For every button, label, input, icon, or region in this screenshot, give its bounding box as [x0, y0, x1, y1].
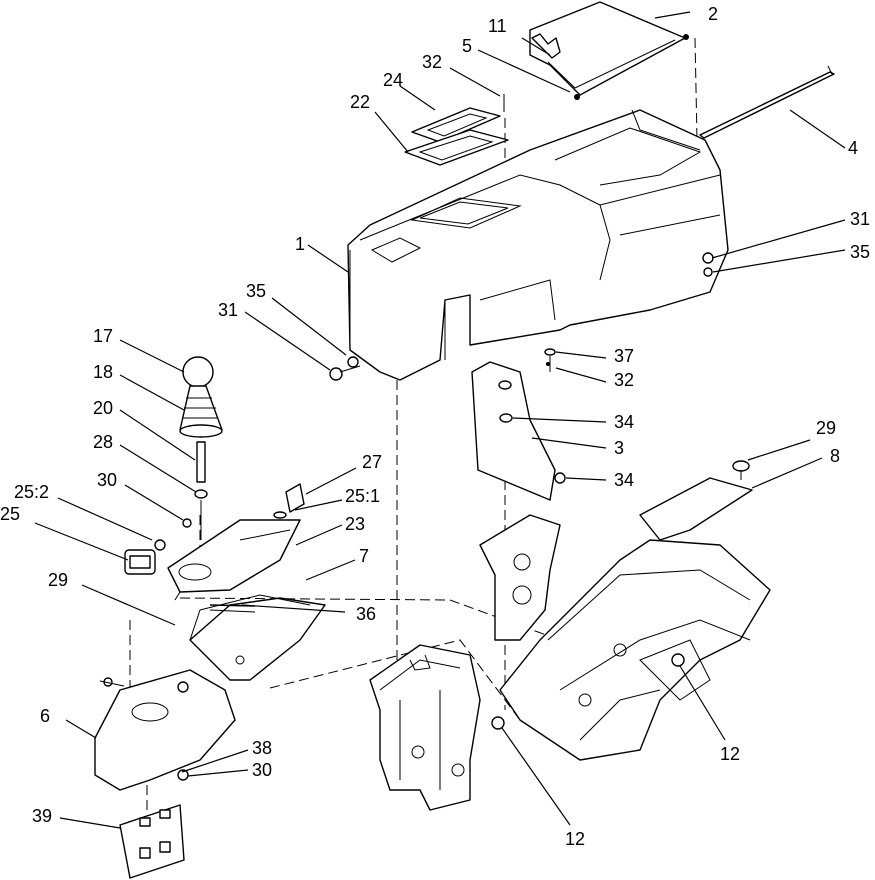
callout-30-top: 30: [97, 470, 117, 490]
callout-37: 37: [614, 346, 634, 366]
callout-12-center: 12: [565, 829, 585, 849]
callout-34-lower: 34: [614, 470, 634, 490]
callout-labels: 2 11 5 32 24 22 4 31 35 1 35 31 17 18 20…: [0, 4, 870, 849]
callout-25-1: 25:1: [345, 486, 380, 506]
cover-part-6: [94, 669, 236, 791]
callout-27: 27: [362, 452, 382, 472]
plate-part-8: [639, 460, 753, 541]
callout-7: 7: [359, 546, 369, 566]
callout-39: 39: [32, 806, 52, 826]
callout-32-top: 32: [422, 52, 442, 72]
callout-24: 24: [383, 70, 403, 90]
leader-lines: [34, 11, 846, 829]
switch-plate-part-39: [119, 804, 185, 879]
frame-assembly: [479, 514, 771, 761]
callout-23: 23: [345, 514, 365, 534]
callout-17: 17: [93, 326, 113, 346]
callout-31-right: 31: [850, 209, 870, 229]
callout-12-right: 12: [720, 744, 740, 764]
switches: [124, 483, 305, 575]
callout-8: 8: [830, 446, 840, 466]
callout-4: 4: [848, 138, 858, 158]
callout-2: 2: [708, 4, 718, 24]
callout-3: 3: [614, 438, 624, 458]
plate-part-23: [167, 519, 301, 601]
callout-11: 11: [488, 16, 507, 36]
callout-5: 5: [462, 36, 472, 56]
top-cover-part-2: [529, 1, 689, 100]
rod-part-4: [699, 65, 835, 139]
callout-28: 28: [93, 432, 113, 452]
bracket-part-7: [189, 594, 326, 681]
callout-34-upper: 34: [614, 412, 634, 432]
callout-25-2: 25:2: [14, 482, 49, 502]
center-frame: [369, 644, 481, 811]
callout-1: 1: [295, 234, 305, 254]
shifter-assembly: [179, 356, 223, 540]
callout-29-right: 29: [816, 418, 836, 438]
side-panel-part-3: [471, 361, 566, 501]
plates-part-22-24: [404, 94, 509, 166]
callout-22: 22: [350, 92, 370, 112]
callout-32-mid: 32: [614, 370, 634, 390]
callout-25: 25: [0, 504, 20, 524]
callout-18: 18: [93, 362, 113, 382]
callout-38: 38: [252, 738, 272, 758]
callout-36: 36: [356, 604, 376, 624]
console-hardware: [329, 252, 714, 381]
callout-6: 6: [40, 706, 50, 726]
callout-30-bottom: 30: [252, 760, 272, 780]
callout-35-left: 35: [246, 281, 266, 301]
callout-35-right: 35: [850, 242, 870, 262]
console-housing-part-1: [347, 109, 729, 381]
callout-20: 20: [93, 398, 113, 418]
callout-29-left: 29: [48, 570, 68, 590]
callout-31-left: 31: [218, 300, 238, 320]
